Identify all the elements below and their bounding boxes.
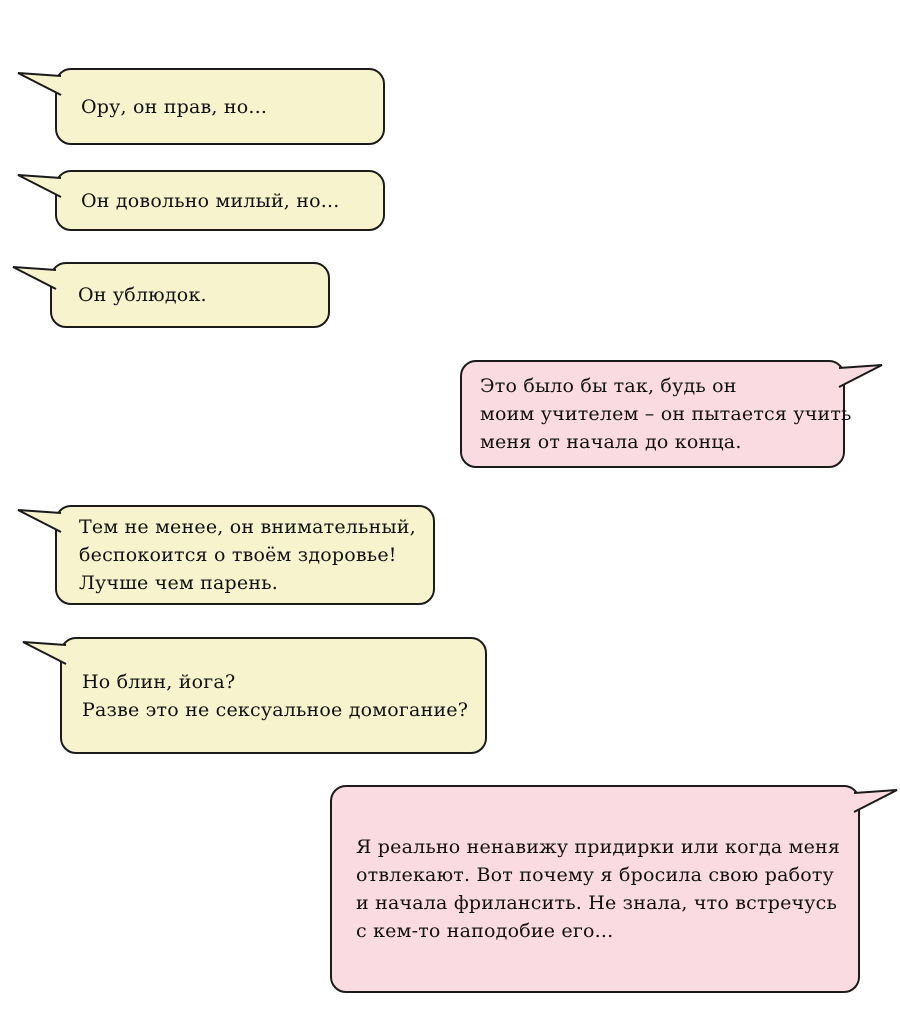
message-text: Он довольно милый, но... [81,189,340,212]
bubble-tail-icon [838,364,883,388]
message-bubble[interactable]: Он довольно милый, но... [17,170,385,231]
bubble-tail-icon [17,174,62,198]
message-text: Но блин, йога? Разве это не сексуальное … [82,670,469,721]
message-bubble[interactable]: Это было бы так, будь он моим учителем –… [460,360,883,468]
bubble-tail-icon [12,266,57,290]
message-text: Ору, он прав, но... [81,95,268,118]
message-text: Это было бы так, будь он моим учителем –… [480,375,852,453]
message-bubble[interactable]: Тем не менее, он внимательный, беспокоит… [17,505,435,605]
message-bubble[interactable]: Я реально ненавижу придирки или когда ме… [330,785,898,993]
bubble-tail-icon [853,789,898,813]
bubble-tail-icon [22,641,67,665]
message-text: Он ублюдок. [78,284,207,306]
message-text: Я реально ненавижу придирки или когда ме… [356,836,841,942]
bubble-tail-icon [17,72,62,96]
message-bubble[interactable]: Он ублюдок. [12,262,330,328]
message-bubble[interactable]: Но блин, йога? Разве это не сексуальное … [22,637,487,754]
bubble-tail-icon [17,509,62,533]
message-bubble[interactable]: Ору, он прав, но... [17,68,385,145]
message-text: Тем не менее, он внимательный, беспокоит… [79,516,416,594]
